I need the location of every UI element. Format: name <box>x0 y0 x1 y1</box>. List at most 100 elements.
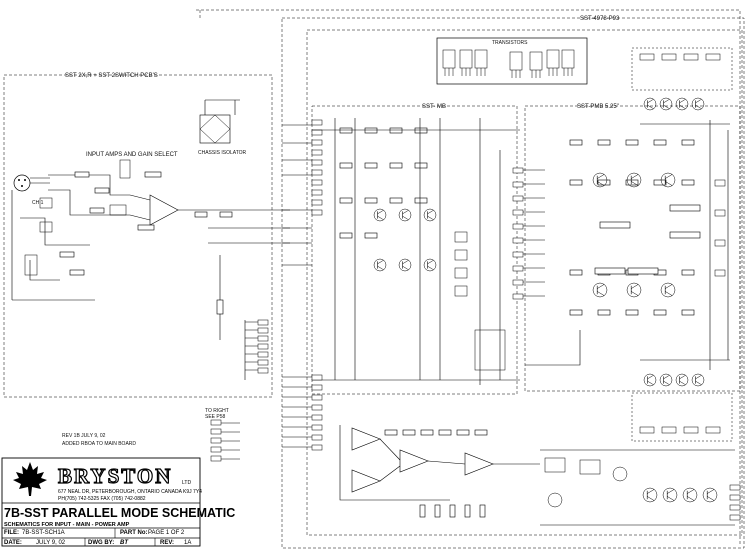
ch1-label: CH 1 <box>32 200 44 206</box>
wire <box>695 98 702 104</box>
outline <box>459 49 473 69</box>
transistor <box>691 373 705 387</box>
see-p58-label: SEE P58 <box>205 414 226 420</box>
wire <box>379 465 401 482</box>
connector-pin <box>311 139 323 146</box>
outline <box>454 285 468 297</box>
resistor <box>653 179 667 186</box>
resistor <box>384 429 398 436</box>
resistor <box>479 504 486 518</box>
connector-pin <box>512 279 524 286</box>
wire <box>647 374 654 380</box>
resistor <box>420 429 434 436</box>
wire <box>402 259 409 265</box>
connector-pin <box>311 384 323 391</box>
transistor <box>691 97 705 111</box>
resistor <box>627 267 659 275</box>
resistor <box>389 162 403 169</box>
wire <box>679 104 686 110</box>
outline <box>705 53 721 61</box>
wire <box>647 496 655 501</box>
wire <box>597 291 605 296</box>
wire <box>647 489 655 494</box>
wire <box>199 114 216 130</box>
outline <box>39 221 53 233</box>
wire <box>427 209 434 215</box>
resistor <box>597 179 611 186</box>
company-logo-text: BRYSTON <box>57 463 173 488</box>
xlr-connector <box>13 174 31 192</box>
wire <box>707 496 715 501</box>
connector-pin <box>311 199 323 206</box>
wire <box>377 259 384 265</box>
outline <box>509 51 523 71</box>
connector-pin <box>311 414 323 421</box>
section-label-pcbs: SST 2X,R + SST 2SWITCH PCB'S <box>65 73 158 79</box>
wire <box>665 284 673 289</box>
resistor <box>597 139 611 146</box>
connector-pin <box>257 335 269 342</box>
resistor <box>681 269 695 276</box>
connector-pin <box>512 237 524 244</box>
transistor <box>675 97 689 111</box>
connector-pin <box>512 251 524 258</box>
outline <box>705 426 721 434</box>
connector-pin <box>257 359 269 366</box>
part-value: PAGE 1 OF 2 <box>148 530 185 536</box>
connector-pin <box>257 327 269 334</box>
wire <box>48 174 130 196</box>
outline <box>561 49 575 69</box>
wire <box>663 374 670 380</box>
schematic-subtitle: SCHEMATICS FOR INPUT - MAIN - POWER AMP <box>4 522 130 528</box>
connector-pin <box>257 351 269 358</box>
resistor <box>669 231 701 239</box>
wire <box>647 104 654 110</box>
connector-pin <box>311 119 323 126</box>
outline <box>454 231 468 243</box>
dwg-value: BT <box>120 540 128 546</box>
resistor <box>216 299 224 315</box>
wire <box>525 330 581 366</box>
resistor <box>339 127 353 134</box>
outline <box>24 254 38 276</box>
connector-pin <box>257 319 269 326</box>
resistor <box>94 187 110 194</box>
connector-pin <box>210 446 222 453</box>
wire <box>695 374 702 380</box>
date-label: DATE: <box>4 540 22 546</box>
wire <box>631 174 639 179</box>
relay-coil <box>612 466 628 482</box>
wire <box>379 438 401 461</box>
wire <box>679 380 686 386</box>
transistor <box>592 282 608 298</box>
resistor <box>625 309 639 316</box>
outline <box>524 105 741 392</box>
wire <box>687 489 695 494</box>
wire <box>663 98 670 104</box>
connector-pin <box>311 149 323 156</box>
resistor <box>434 504 441 518</box>
connector-pin <box>311 169 323 176</box>
resistor <box>438 429 452 436</box>
connector-pin <box>311 179 323 186</box>
resistor <box>599 221 631 229</box>
connector-pin <box>512 209 524 216</box>
wire <box>214 128 231 144</box>
wire <box>48 189 130 216</box>
transistor <box>642 487 658 503</box>
connector-pin <box>311 444 323 451</box>
resistor <box>339 162 353 169</box>
resistor <box>569 139 583 146</box>
wire <box>377 265 384 271</box>
outline <box>281 17 745 549</box>
outline <box>661 426 677 434</box>
resistor <box>74 171 90 178</box>
resistor <box>414 127 428 134</box>
connector-pin <box>512 223 524 230</box>
resistor <box>364 162 378 169</box>
transistor <box>373 258 387 272</box>
dwg-label: DWG BY: <box>88 540 115 546</box>
transistor <box>626 172 642 188</box>
outline <box>631 47 733 91</box>
outline <box>714 209 726 217</box>
